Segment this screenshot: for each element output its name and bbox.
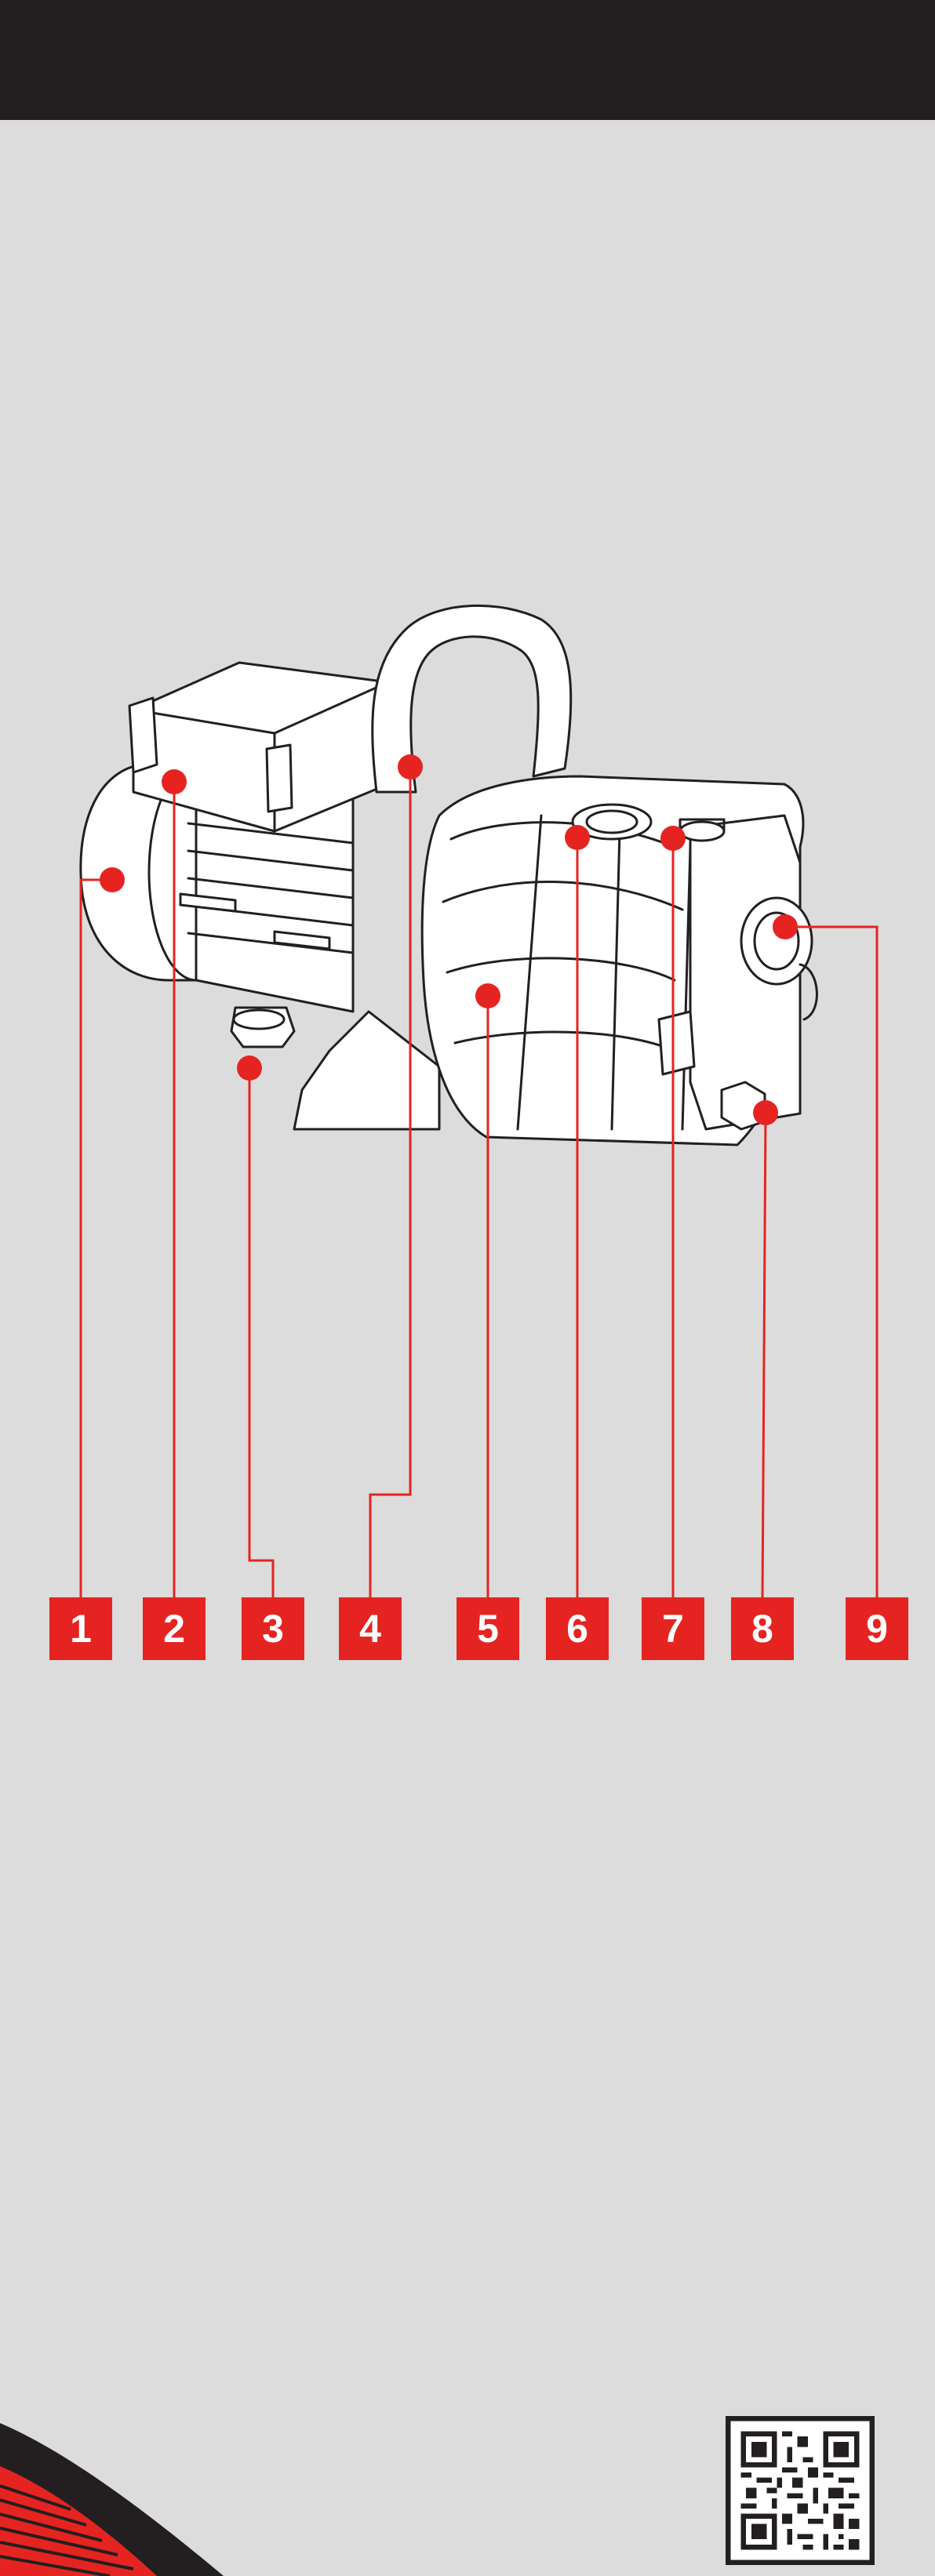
- callout-dot-1: [100, 867, 125, 892]
- corner-wave-graphic: [0, 2400, 235, 2576]
- callout-dot-8: [753, 1100, 778, 1125]
- qr-code-icon[interactable]: [726, 2416, 875, 2565]
- callout-label-7: 7: [642, 1597, 704, 1660]
- callout-dot-5: [475, 983, 500, 1008]
- callout-dot-6: [565, 825, 590, 850]
- callout-label-3: 3: [242, 1597, 304, 1660]
- callout-dot-2: [162, 769, 187, 794]
- callout-label-9: 9: [846, 1597, 908, 1660]
- callout-dot-9: [773, 914, 798, 939]
- callout-label-5: 5: [457, 1597, 519, 1660]
- callout-label-1: 1: [49, 1597, 112, 1660]
- callout-label-6: 6: [546, 1597, 609, 1660]
- callout-dot-4: [398, 754, 423, 779]
- callout-label-8: 8: [731, 1597, 794, 1660]
- callout-dot-3: [237, 1055, 262, 1081]
- callout-dot-7: [660, 826, 686, 851]
- callout-label-2: 2: [143, 1597, 206, 1660]
- callout-label-4: 4: [339, 1597, 402, 1660]
- pump-illustration: [81, 605, 817, 1145]
- pump-diagram: [0, 0, 935, 1725]
